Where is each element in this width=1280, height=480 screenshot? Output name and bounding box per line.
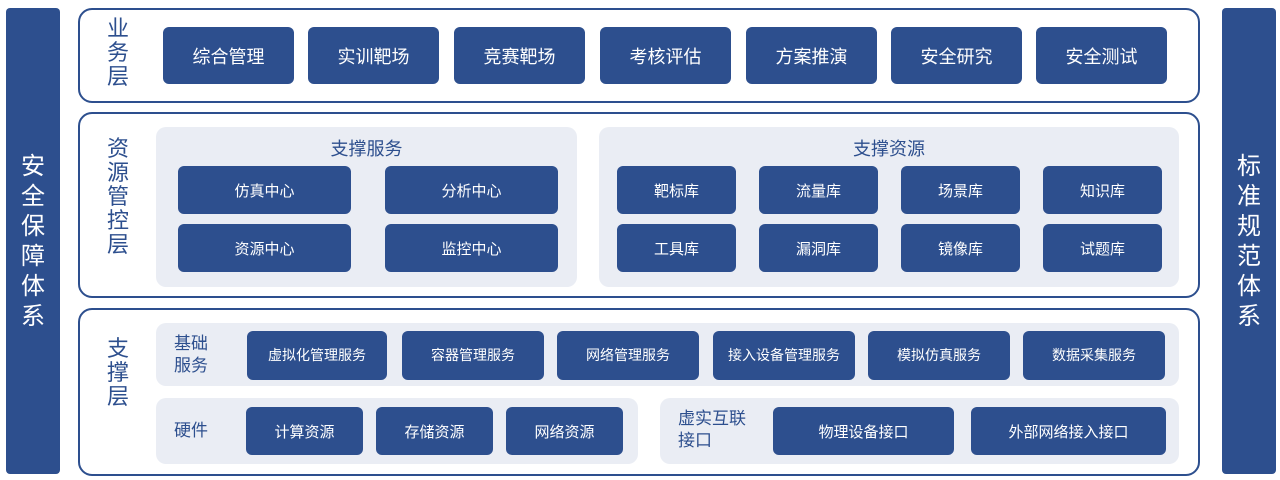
left-bar-char: 系: [21, 302, 45, 330]
label-line: 接口: [678, 431, 712, 451]
business-item[interactable]: 安全测试: [1036, 27, 1167, 84]
basic-service-item[interactable]: 数据采集服务: [1023, 331, 1165, 380]
label-char: 撑: [106, 361, 129, 386]
hardware-panel: 硬件 计算资源 存储资源 网络资源: [156, 398, 638, 464]
label-line: 基础: [174, 334, 208, 354]
basic-services-panel: 基础 服务 虚拟化管理服务 容器管理服务 网络管理服务 接入设备管理服务 模拟仿…: [156, 323, 1179, 386]
left-bar-char: 安: [21, 152, 45, 180]
resource-item[interactable]: 工具库: [617, 224, 736, 272]
resource-item[interactable]: 漏洞库: [759, 224, 878, 272]
label-char: 资: [106, 137, 129, 162]
right-bar-char: 范: [1237, 242, 1261, 270]
support-resources-title: 支撑资源: [853, 139, 925, 160]
hardware-item[interactable]: 存储资源: [376, 407, 493, 455]
left-bar-char: 保: [21, 212, 45, 240]
security-assurance-system-bar: 安 全 保 障 体 系: [6, 8, 60, 474]
business-item[interactable]: 实训靶场: [308, 27, 439, 84]
basic-service-item[interactable]: 接入设备管理服务: [713, 331, 855, 380]
label-char: 源: [106, 161, 129, 186]
support-resources-panel: 支撑资源 靶标库 流量库 场景库 知识库 工具库 漏洞库 镜像库 试题库: [599, 127, 1179, 287]
business-item[interactable]: 考核评估: [600, 27, 731, 84]
label-char: 层: [106, 233, 129, 258]
standard-specification-system-bar: 标 准 规 范 体 系: [1222, 8, 1276, 474]
support-services-title: 支撑服务: [330, 139, 403, 160]
business-item[interactable]: 安全研究: [891, 27, 1022, 84]
service-item[interactable]: 监控中心: [385, 224, 558, 272]
label-char: 务: [106, 41, 129, 66]
right-bar-char: 系: [1237, 302, 1261, 330]
resource-item[interactable]: 试题库: [1043, 224, 1162, 272]
resource-management-layer: 资 源 管 控 层 支撑服务 仿真中心 分析中心 资源中心 监控中心 支撑资源 …: [78, 112, 1200, 298]
interconnect-panel: 虚实互联 接口 物理设备接口 外部网络接入接口: [660, 398, 1179, 464]
label-char: 支: [106, 337, 129, 362]
basic-service-item[interactable]: 虚拟化管理服务: [247, 331, 387, 380]
right-bar-char: 准: [1237, 182, 1261, 210]
label-char: 控: [106, 209, 129, 234]
interconnect-item[interactable]: 物理设备接口: [773, 407, 954, 455]
label-char: 管: [106, 185, 129, 210]
basic-service-item[interactable]: 模拟仿真服务: [868, 331, 1010, 380]
support-layer: 支 撑 层 基础 服务 虚拟化管理服务 容器管理服务 网络管理服务 接入设备管理…: [78, 308, 1200, 476]
left-bar-char: 障: [21, 242, 45, 270]
resource-item[interactable]: 靶标库: [617, 166, 736, 214]
resource-item[interactable]: 流量库: [759, 166, 878, 214]
label-char: 层: [106, 385, 129, 410]
left-bar-char: 体: [21, 272, 45, 300]
resource-item[interactable]: 场景库: [901, 166, 1020, 214]
interconnect-item[interactable]: 外部网络接入接口: [971, 407, 1166, 455]
business-layer: 业 务 层 综合管理 实训靶场 竞赛靶场 考核评估 方案推演 安全研究 安全测试: [78, 8, 1200, 103]
service-item[interactable]: 仿真中心: [178, 166, 351, 214]
hardware-label: 硬件: [174, 421, 208, 441]
basic-service-item[interactable]: 网络管理服务: [557, 331, 699, 380]
service-item[interactable]: 资源中心: [178, 224, 351, 272]
label-char: 层: [106, 65, 129, 90]
left-bar-char: 全: [21, 182, 45, 210]
support-services-panel: 支撑服务 仿真中心 分析中心 资源中心 监控中心: [156, 127, 577, 287]
business-item[interactable]: 竞赛靶场: [454, 27, 585, 84]
support-layer-label: 支 撑 层: [102, 338, 134, 410]
basic-services-label: 基础 服务: [174, 333, 208, 377]
right-bar-char: 规: [1237, 212, 1261, 240]
interconnect-label: 虚实互联 接口: [678, 408, 746, 452]
right-bar-char: 标: [1237, 152, 1261, 180]
business-item[interactable]: 方案推演: [746, 27, 877, 84]
hardware-item[interactable]: 网络资源: [506, 407, 623, 455]
hardware-item[interactable]: 计算资源: [246, 407, 363, 455]
resource-item[interactable]: 镜像库: [901, 224, 1020, 272]
resource-layer-label: 资 源 管 控 层: [102, 138, 134, 258]
resource-item[interactable]: 知识库: [1043, 166, 1162, 214]
label-line: 虚实互联: [678, 409, 746, 429]
label-line: 服务: [174, 356, 208, 376]
basic-service-item[interactable]: 容器管理服务: [402, 331, 544, 380]
business-item[interactable]: 综合管理: [163, 27, 294, 84]
label-char: 业: [106, 17, 129, 42]
business-layer-label: 业 务 层: [102, 18, 134, 90]
right-bar-char: 体: [1237, 272, 1261, 300]
service-item[interactable]: 分析中心: [385, 166, 558, 214]
